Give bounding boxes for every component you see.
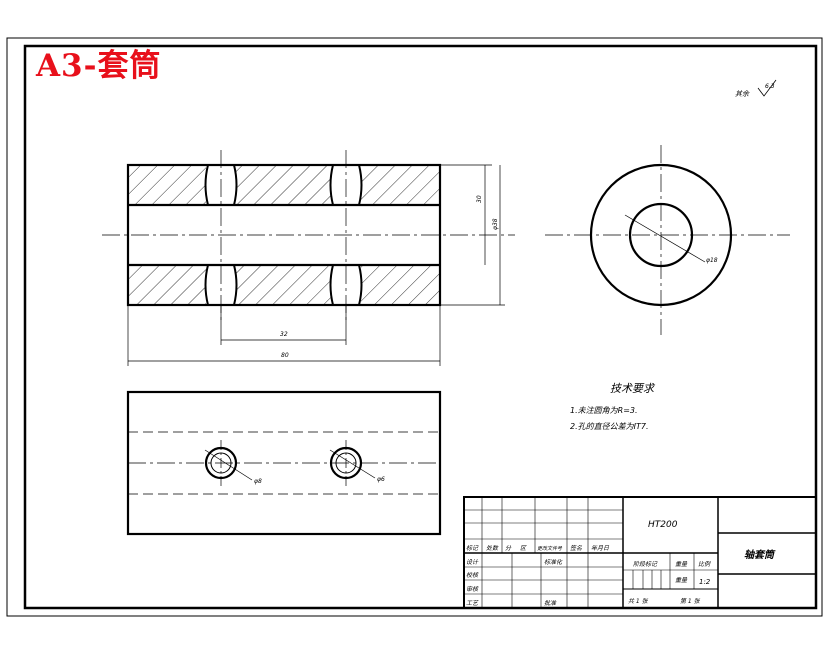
inner-border (23, 44, 818, 610)
inner-dia-label: 30 (476, 195, 483, 203)
scale-label: 比例 (698, 560, 711, 568)
part-name: 轴套筒 (744, 549, 776, 561)
weight-value-label: 重量 (675, 577, 688, 584)
approved-label: 批准 (544, 599, 557, 607)
sheet-number: 第 1 张 (680, 597, 701, 605)
header-zone: 区 (520, 545, 527, 552)
roughness-value: 6.3 (765, 83, 775, 90)
header-sign: 签名 (570, 544, 583, 552)
tech-req-item-2: 2.孔的直径公差为IT7. (570, 422, 649, 431)
end-view (545, 145, 790, 335)
bore-dia-label: φ18 (706, 257, 718, 264)
row-label-process: 工艺 (466, 599, 479, 607)
sheet-title: A3-套筒 (36, 48, 162, 84)
header-count: 处数 (486, 544, 499, 552)
header-part: 分 (505, 545, 512, 552)
tech-req-title: 技术要求 (610, 382, 656, 395)
row-label-mark: 标记 (466, 544, 479, 552)
pin-hole-right-label: φ6 (377, 476, 385, 483)
surface-finish-note: 其余 6.3 (735, 79, 777, 98)
front-section-view (102, 150, 515, 320)
front-view-dimensions (127, 164, 505, 366)
sheets-total: 共 1 张 (628, 598, 649, 605)
stage-mark-label: 阶段标记 (633, 560, 658, 568)
technical-requirements: 技术要求 1.未注圆角为R=3. 2.孔的直径公差为IT7. (570, 382, 656, 431)
hole-spacing-label: 32 (280, 331, 288, 338)
row-label-review: 审核 (466, 585, 479, 593)
header-date: 年月日 (591, 544, 610, 552)
title-block (463, 496, 817, 609)
tech-req-item-1: 1.未注圆角为R=3. (570, 406, 638, 415)
standardized-label: 标准化 (544, 558, 563, 566)
pin-hole-left-label: φ8 (254, 478, 262, 485)
top-view (126, 390, 442, 536)
row-label-check: 校核 (466, 571, 479, 579)
overall-length-label: 80 (281, 352, 289, 359)
surface-finish-text: 其余 (735, 90, 750, 98)
material: HT200 (648, 520, 678, 530)
weight-label: 重量 (675, 561, 688, 568)
title-block-text: HT200 轴套筒 标记 设计 校核 审核 工艺 处数 分 区 更改文件号 签名… (466, 520, 776, 607)
outer-border (6, 37, 823, 617)
scale-value: 1:2 (699, 578, 711, 586)
row-label-design: 设计 (466, 558, 479, 566)
header-change-doc: 更改文件号 (537, 545, 563, 552)
outer-dia-label: φ38 (492, 218, 499, 230)
